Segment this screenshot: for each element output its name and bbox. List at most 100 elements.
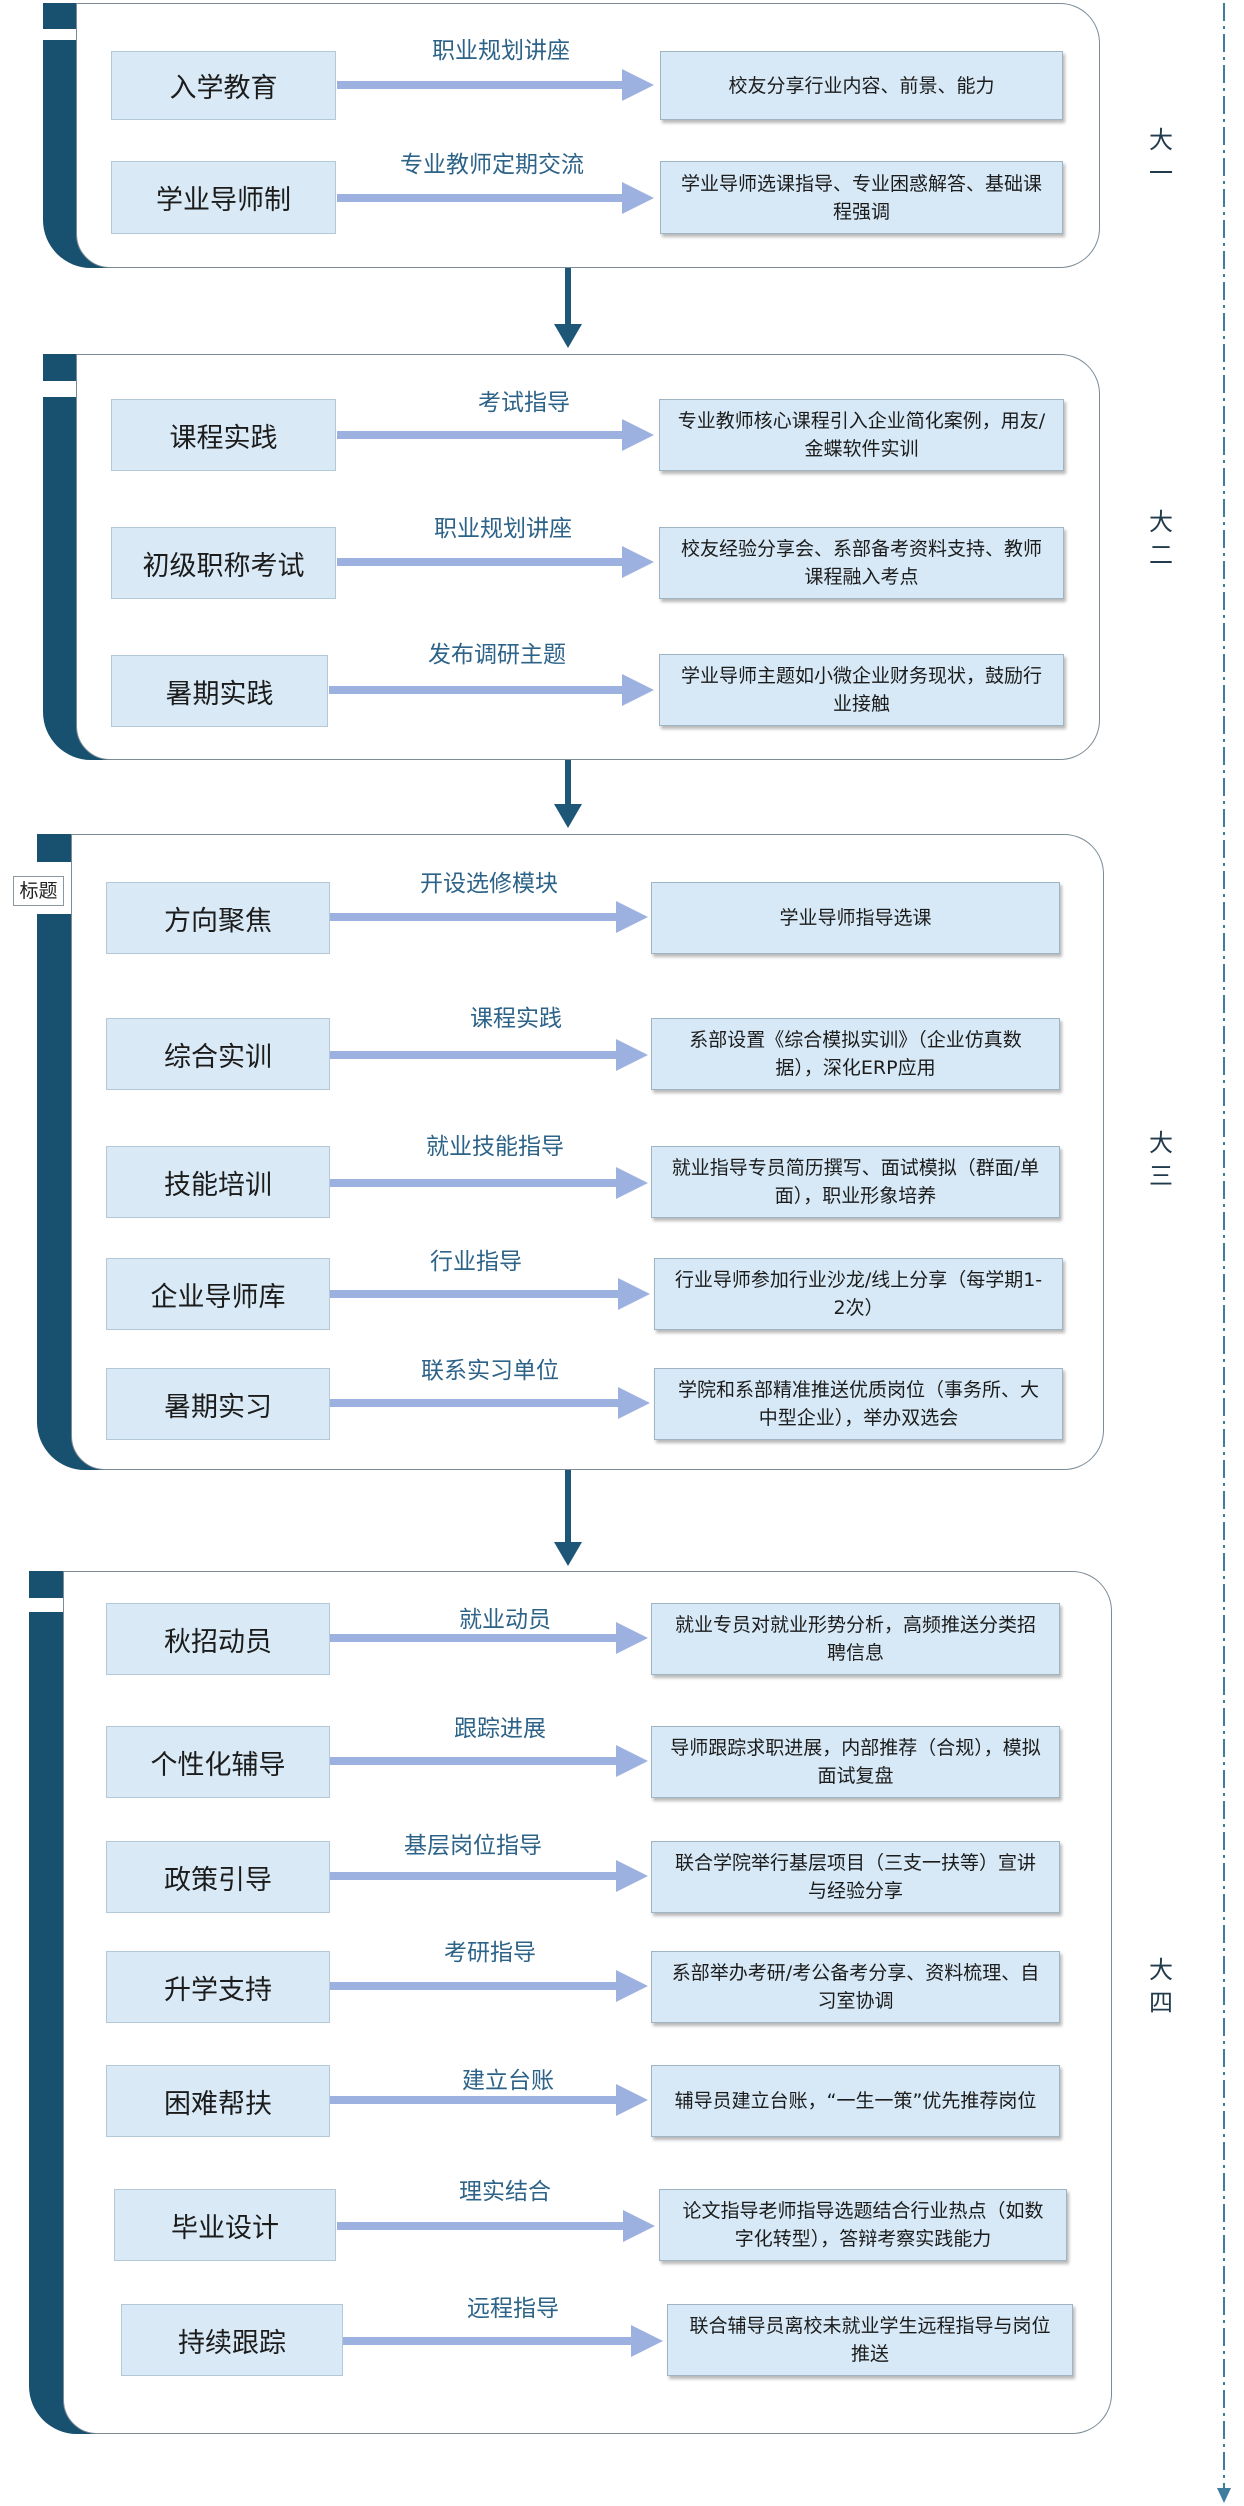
- stage-item-box: 初级职称考试: [111, 527, 336, 599]
- detail-box: 就业指导专员简历撰写、面试模拟（群面/单面），职业形象培养: [651, 1146, 1060, 1218]
- right-arrow-icon: [330, 1039, 648, 1071]
- right-arrow-icon: [330, 2084, 648, 2116]
- stage-item-box: 持续跟踪: [121, 2304, 343, 2376]
- right-arrow-icon: [330, 1387, 650, 1419]
- right-arrow-icon: [329, 674, 654, 706]
- detail-text: 系部举办考研/考公备考分享、资料梳理、自习室协调: [671, 1962, 1040, 2012]
- detail-text: 学业导师指导选课: [779, 907, 932, 929]
- stage-item-box: 课程实践: [111, 399, 336, 471]
- stage-item-box: 入学教育: [111, 51, 336, 120]
- stage-item-label: 综合实训: [164, 1041, 272, 1073]
- right-arrow-icon: [330, 1970, 648, 2002]
- down-arrow-icon: [554, 760, 582, 828]
- arrow-label: 职业规划讲座: [432, 38, 570, 64]
- year-label: 大一: [1149, 126, 1173, 187]
- detail-box: 导师跟踪求职进展，内部推荐（合规），模拟面试复盘: [651, 1726, 1060, 1798]
- stage-item-label: 暑期实习: [164, 1391, 272, 1423]
- down-arrow-icon: [554, 268, 582, 348]
- arrow-label: 建立台账: [462, 2068, 554, 2094]
- stage-item-box: 个性化辅导: [106, 1726, 330, 1798]
- stage-item-label: 入学教育: [169, 73, 278, 104]
- detail-text: 学业导师选课指导、专业困惑解答、基础课程强调: [680, 172, 1042, 223]
- right-arrow-icon: [343, 2325, 663, 2357]
- down-arrow-icon: [554, 1470, 582, 1566]
- detail-box: 学业导师主题如小微企业财务现状，鼓励行业接触: [659, 654, 1064, 726]
- right-arrow-icon: [330, 1745, 648, 1777]
- arrow-label: 考试指导: [478, 390, 570, 416]
- timeline-arrow-icon: [1217, 2488, 1231, 2503]
- detail-text: 系部设置《综合模拟实训》（企业仿真数据），深化ERP应用: [689, 1029, 1022, 1079]
- detail-text: 专业教师核心课程引入企业简化案例，用友/金蝶软件实训: [677, 410, 1046, 460]
- right-arrow-icon: [330, 901, 648, 933]
- right-arrow-icon: [330, 1167, 648, 1199]
- detail-text: 辅导员建立台账，“一生一策”优先推荐岗位: [674, 2090, 1037, 2112]
- year-label: 大二: [1149, 508, 1173, 569]
- arrow-label: 开设选修模块: [420, 871, 558, 897]
- stage-item-label: 企业导师库: [150, 1281, 286, 1313]
- stage-item-box: 秋招动员: [106, 1603, 330, 1675]
- detail-box: 校友经验分享会、系部备考资料支持、教师课程融入考点: [659, 527, 1064, 599]
- detail-box: 专业教师核心课程引入企业简化案例，用友/金蝶软件实训: [659, 399, 1064, 471]
- arrow-label: 发布调研主题: [428, 642, 566, 668]
- stage-item-box: 综合实训: [106, 1018, 330, 1090]
- detail-box: 行业导师参加行业沙龙/线上分享（每学期1-2次）: [654, 1258, 1063, 1330]
- right-arrow-icon: [337, 69, 654, 101]
- detail-box: 辅导员建立台账，“一生一策”优先推荐岗位: [651, 2065, 1060, 2137]
- detail-box: 校友分享行业内容、前景、能力: [660, 51, 1063, 120]
- right-arrow-icon: [337, 2210, 655, 2242]
- stage-item-box: 技能培训: [106, 1146, 330, 1218]
- arrow-label: 远程指导: [467, 2296, 559, 2322]
- section-tag: 标题: [13, 876, 64, 906]
- stage-item-label: 初级职称考试: [142, 550, 305, 582]
- stage-item-box: 升学支持: [106, 1951, 330, 2023]
- right-arrow-icon: [330, 1860, 648, 1892]
- detail-box: 论文指导老师指导选题结合行业热点（如数字化转型），答辩考察实践能力: [659, 2189, 1067, 2261]
- detail-text: 联合辅导员离校未就业学生远程指导与岗位推送: [689, 2315, 1051, 2365]
- detail-text: 联合学院举行基层项目（三支一扶等）宣讲与经验分享: [674, 1852, 1036, 1902]
- detail-text: 就业指导专员简历撰写、面试模拟（群面/单面），职业形象培养: [671, 1157, 1040, 1207]
- arrow-label: 就业动员: [459, 1607, 551, 1633]
- stage-item-label: 方向聚焦: [164, 905, 272, 937]
- right-arrow-icon: [330, 1278, 650, 1310]
- stage-item-box: 暑期实践: [111, 655, 328, 727]
- stage-item-box: 困难帮扶: [106, 2065, 330, 2137]
- panel-3-navy-tab: [37, 834, 71, 862]
- stage-item-label: 困难帮扶: [164, 2088, 272, 2120]
- stage-item-label: 个性化辅导: [150, 1749, 286, 1781]
- detail-box: 联合辅导员离校未就业学生远程指导与岗位推送: [667, 2304, 1073, 2376]
- stage-item-label: 学业导师制: [156, 185, 291, 216]
- stage-item-label: 政策引导: [164, 1864, 272, 1896]
- stage-item-box: 方向聚焦: [106, 882, 330, 954]
- arrow-label: 课程实践: [470, 1006, 562, 1032]
- detail-box: 学业导师选课指导、专业困惑解答、基础课程强调: [660, 161, 1063, 234]
- panel-4-navy-tab: [29, 1571, 63, 1598]
- arrow-label: 就业技能指导: [426, 1134, 564, 1160]
- detail-box: 学院和系部精准推送优质岗位（事务所、大中型企业），举办双选会: [654, 1368, 1063, 1440]
- detail-text: 导师跟踪求职进展，内部推荐（合规），模拟面试复盘: [670, 1737, 1041, 1787]
- arrow-label: 理实结合: [459, 2179, 551, 2205]
- detail-box: 系部举办考研/考公备考分享、资料梳理、自习室协调: [651, 1951, 1060, 2023]
- detail-text: 学业导师主题如小微企业财务现状，鼓励行业接触: [680, 665, 1042, 715]
- panel-2-navy-tab: [43, 354, 76, 381]
- detail-text: 学院和系部精准推送优质岗位（事务所、大中型企业），举办双选会: [677, 1379, 1039, 1429]
- detail-box: 联合学院举行基层项目（三支一扶等）宣讲与经验分享: [651, 1841, 1060, 1913]
- detail-text: 论文指导老师指导选题结合行业热点（如数字化转型），答辩考察实践能力: [682, 2200, 1044, 2250]
- detail-text: 校友分享行业内容、前景、能力: [728, 74, 995, 97]
- right-arrow-icon: [337, 182, 654, 214]
- stage-item-label: 课程实践: [169, 422, 278, 454]
- arrow-label: 专业教师定期交流: [400, 152, 584, 178]
- year-label: 大三: [1149, 1129, 1173, 1190]
- right-arrow-icon: [330, 1622, 648, 1654]
- arrow-label: 联系实习单位: [421, 1358, 559, 1384]
- year-label: 大四: [1149, 1956, 1173, 2017]
- stage-item-box: 政策引导: [106, 1841, 330, 1913]
- arrow-label: 行业指导: [430, 1249, 522, 1275]
- stage-item-box: 毕业设计: [114, 2189, 336, 2261]
- arrow-label: 基层岗位指导: [404, 1833, 542, 1859]
- arrow-label: 职业规划讲座: [434, 516, 572, 542]
- arrow-label: 跟踪进展: [454, 1716, 546, 1742]
- detail-box: 学业导师指导选课: [651, 882, 1060, 954]
- detail-box: 系部设置《综合模拟实训》（企业仿真数据），深化ERP应用: [651, 1018, 1060, 1090]
- detail-text: 校友经验分享会、系部备考资料支持、教师课程融入考点: [680, 538, 1042, 588]
- timeline: [1217, 3, 1231, 2503]
